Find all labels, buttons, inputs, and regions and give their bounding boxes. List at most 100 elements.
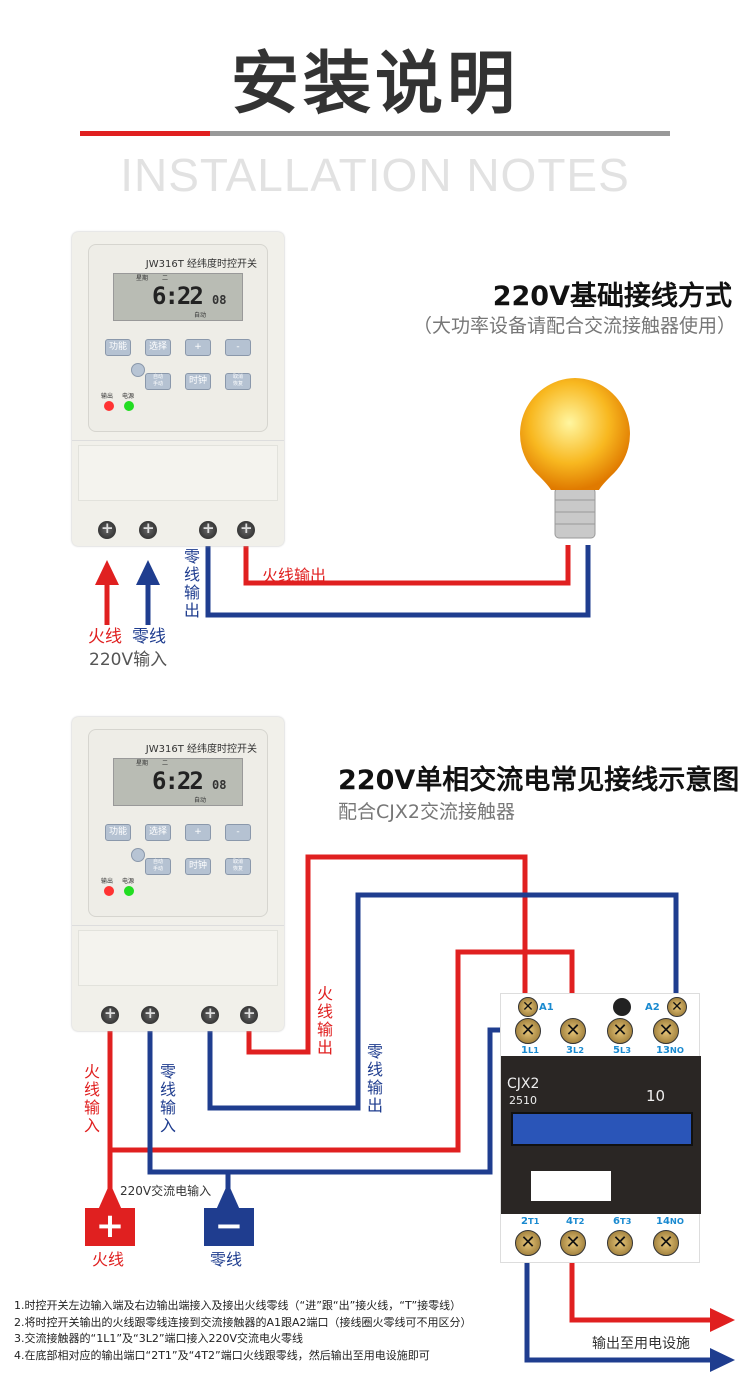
label-13no: 13NO [656,1045,684,1056]
mode-display: 自动 [194,797,207,804]
seconds-display: 08 [212,778,227,792]
function-button[interactable]: 功能 [105,824,131,841]
label-6t3: 6T3 [613,1216,632,1227]
label-1l1: 1L1 [521,1045,540,1056]
clock-button[interactable]: 时钟 [185,858,211,875]
page-subtitle: INSTALLATION NOTES [120,149,630,201]
section1-heading: 220V基础接线方式 [492,281,732,312]
contactor-model: CJX2 [507,1076,540,1092]
note-3: 3.交流接触器的“1L1”及“3L2”端口接入220V交流电火零线 [14,1332,304,1345]
contactor-body: CJX2 2510 10 [501,1056,701,1214]
week-label: 星期 [136,760,149,767]
seconds-display: 08 [212,293,227,307]
power-led [124,401,134,411]
terminal-screw [101,1004,119,1024]
terminal-screw [201,1004,219,1024]
wire-output-neutral [524,1254,715,1363]
ac-input-label: 220V交流电输入 [120,1182,212,1199]
wire-neutral-to-a2 [207,892,679,1111]
plus-icon: + [85,1208,135,1246]
neutral-output-label-2: 零线输出 [366,1042,383,1115]
power-led-label: 电源 [122,878,135,885]
terminal-screw [139,519,157,539]
label-2t1: 2T1 [521,1216,540,1227]
live-output-label-1: 火线输出 [262,566,327,585]
live-input-label-2: 火线输入 [83,1062,100,1135]
clock-button[interactable]: 时钟 [185,373,211,390]
output-led [104,886,114,896]
time-display: 6:22 [152,282,204,310]
minus-icon: − [204,1208,254,1246]
output-label: 输出至用电设施 [592,1336,690,1352]
terminal-block [72,440,284,546]
mode-display: 自动 [194,312,207,319]
terminal-1l1: ✕ [515,1018,541,1044]
lcd-display: 星期 二 6:22 08 自动 [113,758,243,806]
device-model: JW316T 经纬度时控开关 [145,259,257,270]
terminal-2t1: ✕ [515,1230,541,1256]
device-model: JW316T 经纬度时控开关 [145,744,257,755]
terminal-13no: ✕ [653,1018,679,1044]
label-14no: 14NO [656,1216,684,1227]
neutral-label-1: 零线 [132,627,166,647]
wire-live-out-1 [243,540,571,586]
terminal-screw [141,1004,159,1024]
select-button[interactable]: 选择 [145,824,171,841]
plus-button[interactable]: + [185,339,211,356]
timer-switch-1: JW316T 经纬度时控开关 星期 二 6:22 08 自动 功能 选择 + -… [72,232,284,546]
section2-heading: 220V单相交流电常见接线示意图 [338,765,740,796]
label-a2: A2 [645,1002,660,1013]
neutral-input-label-2: 零线输入 [159,1062,176,1135]
wire-live-to-l2 [107,949,575,1153]
terminal-a1: ✕ [518,997,538,1017]
label-4t2: 4T2 [566,1216,585,1227]
power-led-label: 电源 [122,393,135,400]
contactor-rating: 10 [646,1087,666,1105]
output-led-label: 输出 [101,393,114,400]
cancel-restore-button[interactable]: 取消 恢复 [225,858,251,875]
live-label-2: 火线 [92,1250,125,1269]
plus-button[interactable]: + [185,824,211,841]
neutral-label-2: 零线 [210,1250,243,1269]
input-label-1: 220V输入 [89,650,168,670]
label-a1: A1 [539,1002,554,1013]
label-5l3: 5L3 [613,1045,632,1056]
title-divider-red [80,131,210,136]
auto-manual-button[interactable]: 自动 手动 [145,858,171,875]
section1-note: （大功率设备请配合交流接触器使用） [412,315,736,337]
lcd-display: 星期 二 6:22 08 自动 [113,273,243,321]
contactor-hole [613,998,631,1016]
reset-knob[interactable] [131,848,145,862]
auto-manual-button[interactable]: 自动 手动 [145,373,171,390]
wire-neutral-to-l1 [147,1025,515,1175]
terminal-screw [240,1004,258,1024]
week-value: 二 [162,275,169,282]
minus-button[interactable]: - [225,339,251,356]
arrow-output-neutral [710,1348,735,1372]
arrow-neutral-in-2 [216,1183,240,1210]
output-led [104,401,114,411]
wire-neutral-out-1 [205,540,591,618]
note-1: 1.时控开关左边输入端及右边输出端接入及接出火线零线（“进”跟“出”接火线，“T… [14,1299,462,1312]
cancel-restore-button[interactable]: 取消 恢复 [225,373,251,390]
installation-notes: 1.时控开关左边输入端及右边输出端接入及接出火线零线（“进”跟“出”接火线，“T… [14,1298,472,1364]
terminal-screw [199,519,217,539]
contactor-label-plate [531,1171,611,1201]
select-button[interactable]: 选择 [145,339,171,356]
arrow-live-in-2 [98,1183,122,1210]
power-led [124,886,134,896]
wire-output-live [569,1254,715,1323]
week-value: 二 [162,760,169,767]
page-title: 安装说明 [230,45,519,124]
neutral-output-label-1: 零线输出 [183,547,200,620]
arrow-output-live [710,1308,735,1332]
reset-knob[interactable] [131,363,145,377]
wire-live-to-a1 [246,854,528,1055]
function-button[interactable]: 功能 [105,339,131,356]
title-divider-gray [210,131,670,136]
minus-button[interactable]: - [225,824,251,841]
week-label: 星期 [136,275,149,282]
live-label-1: 火线 [88,627,122,647]
timer-switch-2: JW316T 经纬度时控开关 星期 二 6:22 08 自动 功能 选择 + -… [72,717,284,1031]
contactor-slider [511,1112,693,1146]
